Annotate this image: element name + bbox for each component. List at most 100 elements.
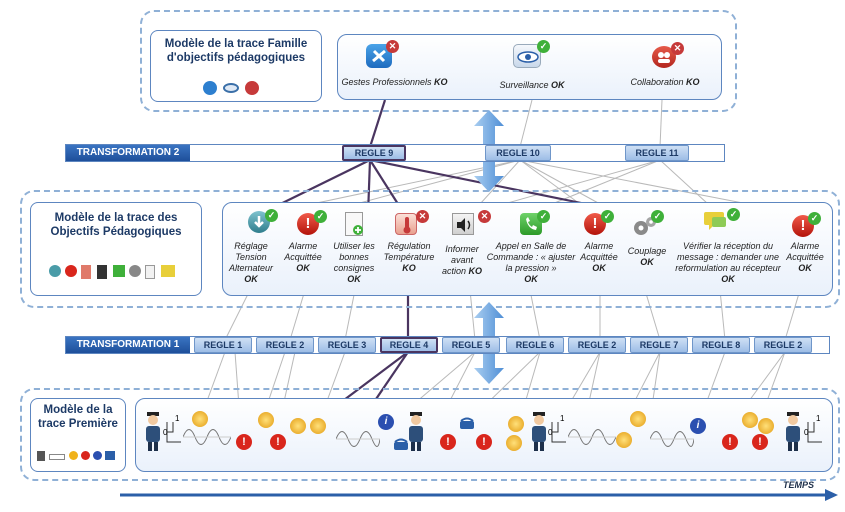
middle-model-title: Modèle de la trace des Objectifs Pédagog… <box>50 212 182 238</box>
bottom-model-title-box: Modèle de la trace Première <box>30 398 126 472</box>
rule-2: REGLE 2 <box>754 337 812 353</box>
rule-3: REGLE 3 <box>318 337 376 353</box>
bottom-section-frame <box>20 388 840 481</box>
ko-badge-icon: ✕ <box>478 210 491 223</box>
top-model-title-box: Modèle de la trace Famille d'objectifs p… <box>150 30 322 102</box>
top-section-frame <box>140 10 737 112</box>
middle-item-label: Utiliser les bonnes consignes OK <box>333 241 375 284</box>
info-icon: i <box>690 418 706 434</box>
bottom-model-icons <box>37 451 121 463</box>
timeline-arrow <box>120 489 838 501</box>
alarm-icon: ! <box>270 434 286 450</box>
middle-model-icons <box>49 265 189 281</box>
gauge-one-label: 1 <box>816 414 821 423</box>
gauge-one-label: 1 <box>175 414 180 423</box>
rule-11: REGLE 11 <box>625 145 689 161</box>
operator-icon <box>142 412 164 452</box>
ok-badge-icon: ✓ <box>537 210 550 223</box>
rule-8: REGLE 8 <box>692 337 750 353</box>
ok-badge-icon: ✓ <box>314 210 327 223</box>
message-icon <box>703 211 727 231</box>
gears-icon <box>129 265 141 277</box>
person-icon <box>192 411 208 427</box>
speaker-icon <box>97 265 107 279</box>
middle-model-title-box: Modèle de la trace des Objectifs Pédagog… <box>30 202 202 296</box>
ok-badge-icon: ✓ <box>537 40 550 53</box>
ko-badge-icon: ✕ <box>386 40 399 53</box>
top-item-label: Surveillance OK <box>499 80 565 90</box>
gauge-icon: 1 0 <box>548 414 568 446</box>
alarm-icon: ! <box>752 434 768 450</box>
top-model-icons <box>203 79 273 95</box>
operator-icon <box>528 412 550 452</box>
phone-icon <box>105 451 115 460</box>
signal-wave-icon <box>183 429 231 445</box>
ok-badge-icon: ✓ <box>265 209 278 222</box>
thermometer-icon <box>395 213 417 235</box>
ok-badge-icon: ✓ <box>651 210 664 223</box>
transformation1-label: TRANSFORMATION 1 <box>66 337 190 353</box>
signal-wave-icon <box>568 429 616 445</box>
person-icon <box>758 418 774 434</box>
document-icon <box>345 212 363 236</box>
phone-icon <box>520 213 542 235</box>
alarm-icon: ! <box>722 434 738 450</box>
message-icon <box>161 265 175 277</box>
person-icon <box>508 416 524 432</box>
bottom-model-title: Modèle de la trace Première <box>38 404 118 430</box>
people-icon <box>245 81 259 95</box>
middle-section-frame <box>20 190 840 308</box>
gears-icon <box>632 214 658 238</box>
signal-wave-icon <box>650 431 694 447</box>
info-icon <box>93 451 102 460</box>
phone-icon <box>460 416 474 429</box>
top-item-label: Gestes Professionnels KO <box>341 77 448 87</box>
alarm-icon: ! <box>440 434 456 450</box>
top-item-label: Collaboration KO <box>630 77 700 87</box>
person-icon <box>616 432 632 448</box>
rule-9: REGLE 9 <box>342 145 406 161</box>
alarm-icon <box>81 451 90 460</box>
gauge-zero-label: 0 <box>163 428 168 437</box>
person-icon <box>506 435 522 451</box>
gauge-zero-label: 0 <box>804 428 809 437</box>
middle-item-label: Informer avant action KO <box>441 244 483 276</box>
alarm-icon: ! <box>584 213 606 235</box>
signal-wave-icon <box>336 431 380 447</box>
alarm-icon: ! <box>297 213 319 235</box>
alarm-icon: ! <box>476 434 492 450</box>
document-icon <box>145 265 155 279</box>
alternator-icon <box>49 265 61 277</box>
rule-10: REGLE 10 <box>485 145 551 161</box>
rule-7: REGLE 7 <box>630 337 688 353</box>
alarm-icon <box>65 265 77 277</box>
rule-5: REGLE 5 <box>442 337 500 353</box>
signal-icon <box>49 454 65 460</box>
ok-badge-icon: ✓ <box>727 208 740 221</box>
timeline-label: TEMPS <box>783 480 815 490</box>
gauge-icon: 1 0 <box>163 414 183 446</box>
person-icon <box>290 418 306 434</box>
middle-item-label: Vérifier la réception du message : deman… <box>675 241 781 284</box>
gauge-one-label: 1 <box>560 414 565 423</box>
alarm-icon: ! <box>236 434 252 450</box>
top-model-title: Modèle de la trace Famille d'objectifs p… <box>164 38 308 64</box>
person-icon <box>310 418 326 434</box>
person-icon <box>630 411 646 427</box>
gauge-icon: 1 0 <box>804 414 824 446</box>
ok-badge-icon: ✓ <box>808 212 821 225</box>
gauge-zero-label: 0 <box>548 428 553 437</box>
middle-item-label: Appel en Salle de Commande : « ajuster l… <box>486 241 576 284</box>
operator-icon <box>37 451 45 461</box>
person-icon <box>258 412 274 428</box>
phone-icon <box>113 265 125 277</box>
ok-badge-icon: ✓ <box>601 210 614 223</box>
eye-icon <box>223 83 239 93</box>
rule-2: REGLE 2 <box>568 337 626 353</box>
gear-tools-icon <box>203 81 217 95</box>
thermometer-icon <box>81 265 91 279</box>
